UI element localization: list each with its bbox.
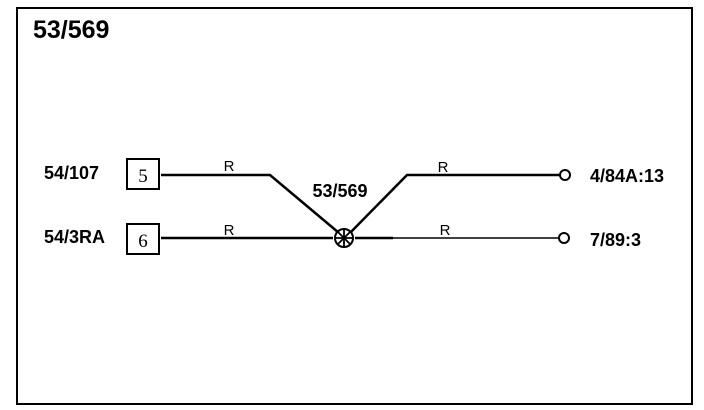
connector-label-right-top: 4/84A:13 (590, 166, 664, 186)
wire-upper-left (161, 173, 346, 239)
diagram-frame (16, 7, 693, 405)
wire-color-upper-left: R (224, 158, 235, 175)
diagram-title: 53/569 (33, 16, 109, 44)
connector-label-left-top: 54/107 (44, 163, 99, 183)
terminal-icon-right-bottom (558, 232, 570, 244)
pin-box-left-top (126, 158, 160, 190)
splice-icon (334, 228, 354, 248)
connector-label-right-bottom: 7/89:3 (590, 230, 641, 250)
splice-label: 53/569 (312, 181, 367, 201)
pin-number-left-bottom: 6 (138, 231, 148, 252)
wire-upper-right (344, 173, 560, 239)
terminal-icon-right-top (559, 169, 571, 181)
wire-color-upper-right: R (438, 159, 449, 176)
wire-color-lower-left: R (224, 222, 235, 239)
pin-number-left-top: 5 (138, 166, 148, 187)
connector-label-left-bottom: 54/3RA (44, 227, 105, 247)
pin-box-left-bottom (126, 223, 160, 255)
wire-color-lower-right: R (440, 222, 451, 239)
